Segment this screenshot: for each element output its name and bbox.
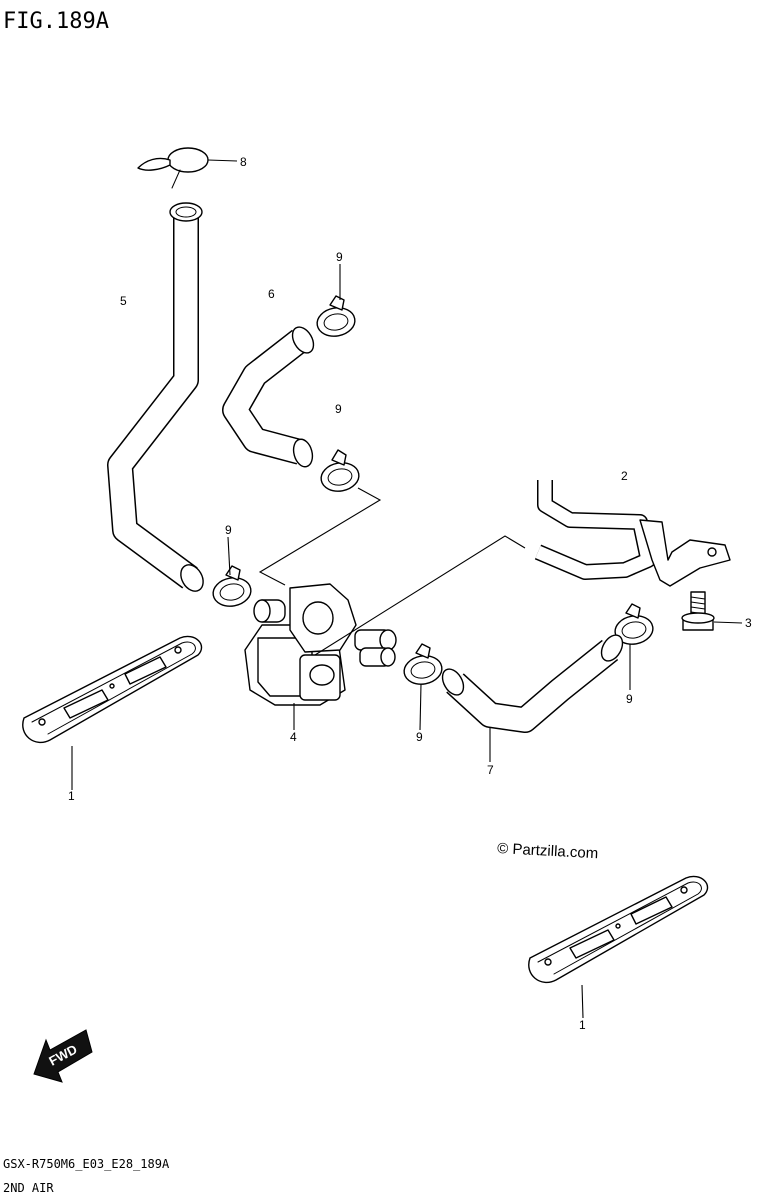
callout-4: 4 [290, 730, 297, 744]
callout-labels: 8 5 6 9 9 9 2 3 9 9 4 7 1 1 [68, 155, 752, 1032]
part-2-pipe-bracket[interactable] [534, 480, 731, 587]
callout-6: 6 [268, 287, 275, 301]
watermark: © Partzilla.com [497, 840, 599, 862]
figure-title: FIG.189A [3, 9, 109, 34]
callout-5: 5 [120, 294, 127, 308]
part-8-clip[interactable] [137, 147, 209, 189]
callout-1-b: 1 [579, 1018, 586, 1032]
section-name: 2ND AIR [3, 1181, 54, 1195]
callout-9-b: 9 [335, 402, 342, 416]
callout-1-a: 1 [68, 789, 75, 803]
callout-9-e: 9 [626, 692, 633, 706]
model-code: GSX-R750M6_E03_E28_189A [3, 1157, 170, 1171]
part-1-reed-plate-left[interactable] [22, 635, 203, 744]
callout-7: 7 [487, 763, 494, 777]
part-9-clamp-b[interactable] [319, 449, 361, 494]
part-9-clamp-d[interactable] [402, 643, 444, 687]
part-9-clamp-c[interactable] [211, 565, 253, 609]
part-9-clamp-a[interactable] [315, 295, 357, 339]
callout-9-d: 9 [416, 730, 423, 744]
callout-2: 2 [621, 469, 628, 483]
callout-8: 8 [240, 155, 247, 169]
leader-lines [71, 159, 743, 1019]
callout-9-a: 9 [336, 250, 343, 264]
part-4-valve[interactable] [244, 583, 397, 706]
part-9-clamp-e[interactable] [613, 603, 655, 647]
callout-9-c: 9 [225, 523, 232, 537]
fwd-arrow-icon: FWD [33, 1029, 93, 1083]
part-5-hose[interactable] [107, 202, 208, 595]
callout-3: 3 [745, 616, 752, 630]
part-1-reed-plate-right[interactable] [528, 875, 709, 984]
part-6-hose[interactable] [222, 323, 318, 468]
part-7-hose[interactable] [438, 631, 627, 733]
part-3-bolt[interactable] [681, 591, 715, 631]
